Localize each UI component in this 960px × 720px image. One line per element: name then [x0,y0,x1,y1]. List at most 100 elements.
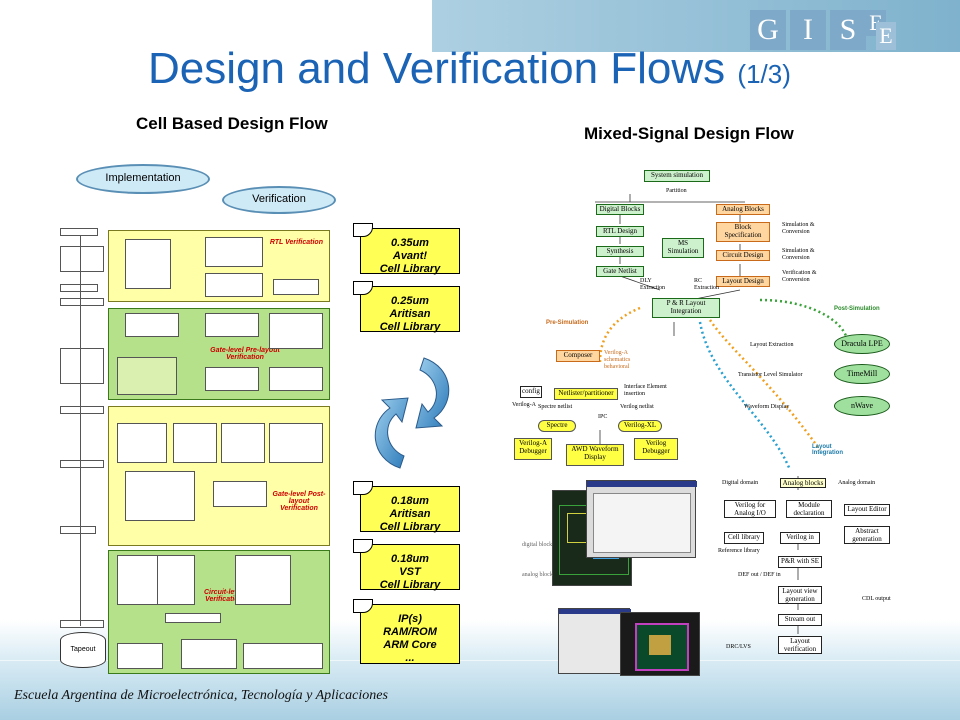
dly-extract-box [221,423,265,463]
logo-letter-e2: E [876,22,896,50]
gate-level-post-box [269,423,323,463]
cycle-arrows-icon [374,357,450,469]
verilog-debugger-box: Verilog Debugger [634,438,678,460]
interface-element-label: Interface Element insertion [624,384,667,397]
abstract-generation-box: Abstract generation [844,526,890,544]
rtl-power-box [205,273,263,297]
pr-layout-box: P & R Layout Integration [652,298,720,318]
spectre-box: Spectre [538,420,576,432]
flow-step-box [60,228,98,236]
circuit-verification-label: Circuit-level Verification [203,589,245,603]
circuit-design-box: Circuit Design [716,250,770,261]
circuit-step-b [181,639,237,669]
library-line2: RAM/ROM [383,626,437,638]
verification-cloud: Verification [222,186,336,214]
slide-title-suffix: (1/3) [737,59,791,89]
spectre-netlist-label: Spectre netlist [538,404,573,410]
debug-box [273,279,319,295]
composer-note: Verilog-A schematics behavioral [604,350,631,370]
post-simulation-label: Post-Simulation [834,306,880,312]
dly-extraction-label: DLY Extraction [640,278,665,291]
circuit-extract-box [117,555,163,605]
implementation-cloud: Implementation [76,164,210,194]
transistor-sim-label: Transistor Level Simulator [738,372,803,378]
rtl-verification-region: RTL Verification [108,230,330,302]
verilog-for-analog-box: Verilog for Analog I/O [724,500,776,518]
cell-library-box: Cell library [724,532,764,544]
library-line3: ARM Core [383,639,437,651]
cell-flow-heading: Cell Based Design Flow [136,114,328,133]
cell-flow-diagram: Implementation Verification RTL Verifica… [52,150,352,680]
library-line4: ... [405,652,415,664]
library-card: 0.18um VST Cell Library [353,539,460,591]
awd-waveform-box: AWD Waveform Display [566,444,624,466]
code-coverage-box [205,237,263,267]
analog-block-label: analog block [522,572,553,578]
system-simulation-box: System simulation [644,170,710,182]
circuit-sim-box [157,555,195,605]
timemill-box: TimeMill [834,364,890,384]
layout-extraction-label: Layout Extraction [750,342,794,348]
analog-domain-label: Analog domain [838,480,876,486]
rtl-sim-box [125,239,171,289]
drc-lvs-label: DRC/LVS [726,644,751,650]
verilog-a-label: Verilog-A [512,402,536,408]
flow-step-box [60,620,104,628]
ipc-label: IPC [598,414,608,420]
static-timing-box [205,367,259,391]
gate-post-layout-label: Gate-level Post-layout Verification [272,491,326,512]
timing-driven-box [117,357,177,395]
pr-with-se-box: P&R with SE [778,556,822,568]
mixed-flow-heading: Mixed-Signal Design Flow [584,124,794,143]
formal-verification-box [125,313,179,337]
nwave-box: nWave [834,396,890,416]
post-static-timing-box [213,481,267,507]
slide-title: Design and Verification Flows (1/3) [148,44,791,94]
gate-sim-box [205,313,259,337]
library-line1: 0.18um [391,495,429,507]
library-line2: VST [399,566,421,578]
cdl-output-label: CDL output [862,596,891,602]
library-card: IP(s) RAM/ROM ARM Core ... [353,599,460,664]
library-line2: Aritisan [389,308,431,320]
module-declaration-box: Module declaration [786,500,832,518]
gate-pre-layout-label: Gate-level Pre-layout Verification [210,347,280,361]
verification-conversion-label: Verification & Conversion [782,270,817,283]
layout-editor-box: Layout Editor [844,504,890,516]
slide-title-text: Design and Verification Flows [148,44,726,93]
circuit-step-a [117,643,163,669]
dracula-lpe-box: Dracula LPE [834,334,890,354]
def-out-in-label: DEF out / DEF in [738,572,781,578]
verilog-netlist-label: Verilog netlist [620,404,654,410]
rtl-design-box: RTL Design [596,226,644,237]
flow-step-box [60,246,104,272]
library-line2: Aritisan [389,508,431,520]
digital-domain-label: Digital domain [722,480,759,486]
library-line1: IP(s) [398,613,422,625]
composer-box: Composer [556,350,600,362]
flow-step-box [60,284,98,292]
circuit-power-box [235,555,291,605]
circuit-step-c [243,643,323,669]
layout-screenshot-2 [586,480,697,558]
partition-label: Partition [666,188,687,194]
implementation-label: Implementation [105,172,181,184]
pre-simulation-label: Pre-Simulation [546,320,589,326]
analog-blocks-2-box: Analog blocks [780,478,826,488]
waveform-display-label: Waveform Display [744,404,790,410]
library-line1: 0.25um [391,295,429,307]
library-line1: 0.18um [391,553,429,565]
gate-power-box [269,313,323,349]
power-analysis-box [269,367,323,391]
sim-conversion-label-2: Simulation & Conversion [782,248,815,261]
netlister-box: Netlister/partitioner [554,388,618,400]
library-line3: Cell Library [379,321,441,333]
flow-step-box [60,348,104,384]
layout-design-box: Layout Design [716,276,770,287]
block-specification-box: Block Specification [716,222,770,242]
library-card: 0.35um Avant! Cell Library [353,223,460,275]
verification-label: Verification [252,193,306,205]
library-line1: 0.35um [391,237,429,249]
library-line2: Avant! [392,250,428,262]
verilog-xl-box: Verilog-XL [618,420,662,432]
